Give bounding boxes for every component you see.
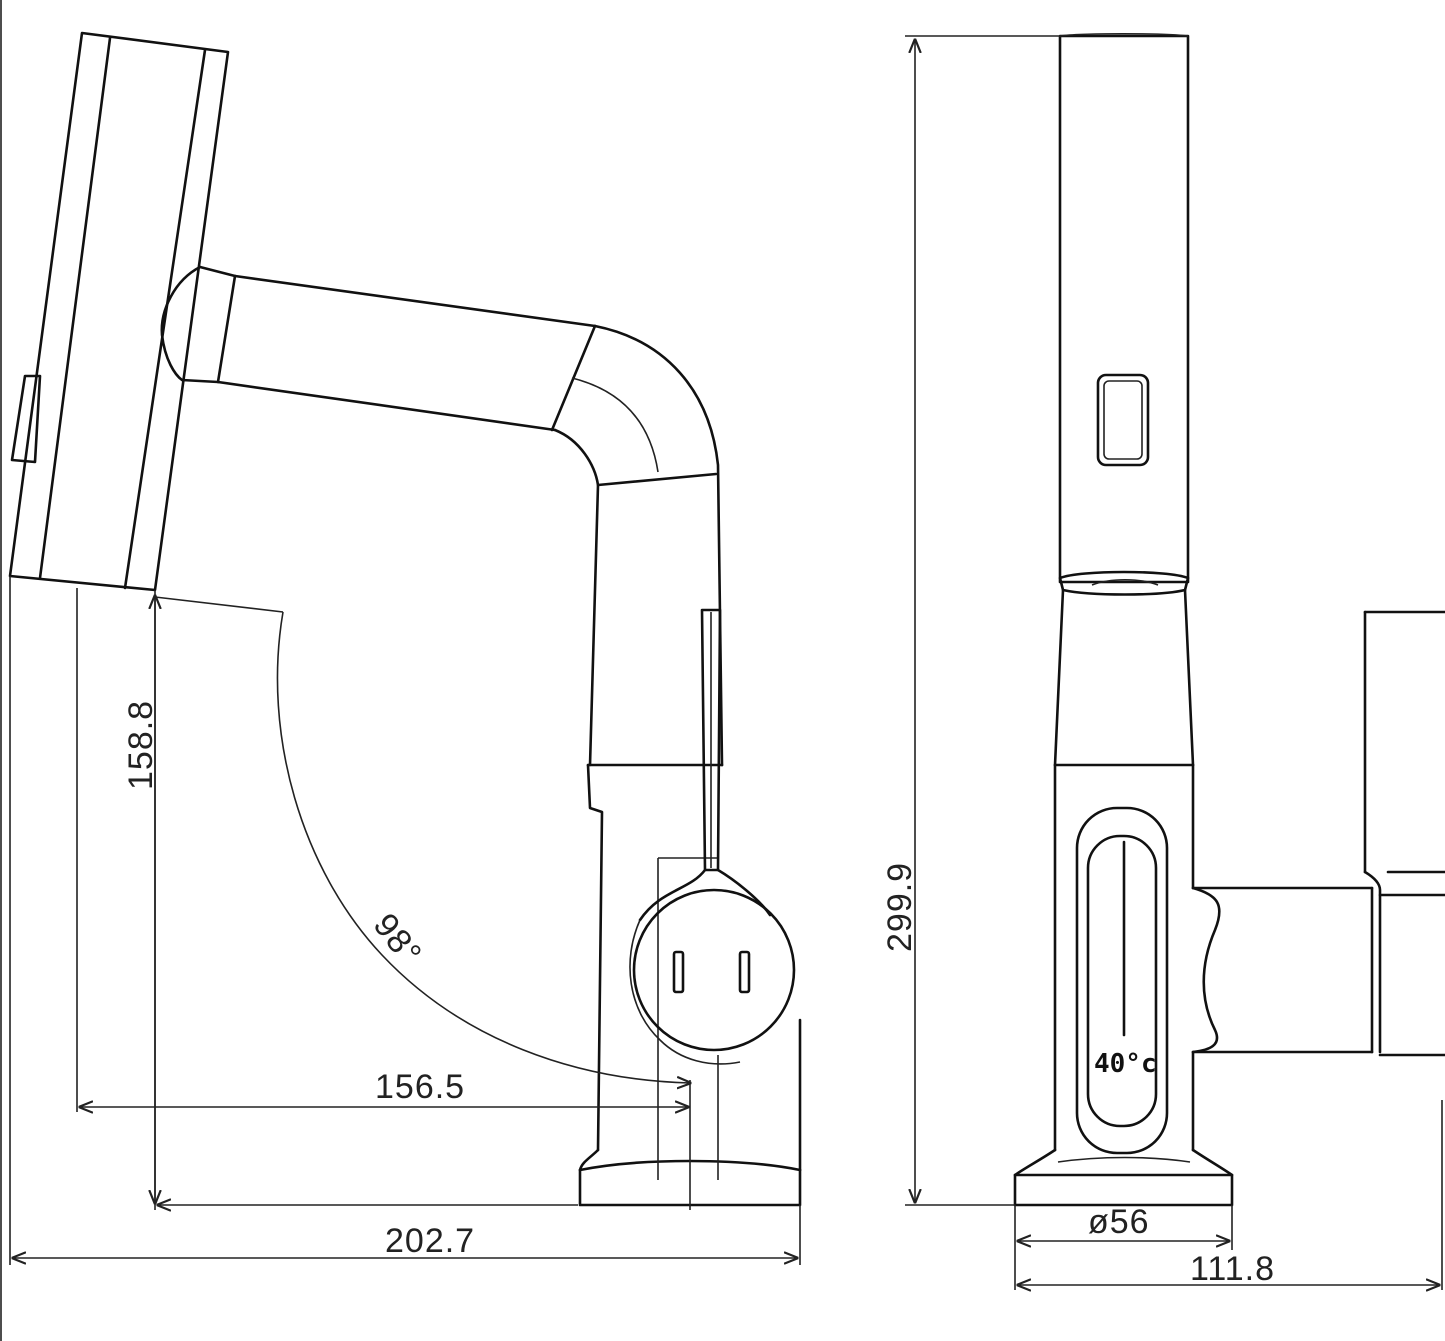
spout-height-label: 158.8 <box>122 700 160 790</box>
reach-label: 156.5 <box>375 1068 465 1106</box>
temperature-display: 40°c <box>1075 806 1169 1155</box>
front-dimensions: 299.9 ø56 111.8 <box>881 35 1443 1290</box>
angle-label: 98° <box>366 907 429 973</box>
angle-indicator: 98° <box>154 596 690 1083</box>
side-dimensions: 158.8 156.5 202.7 <box>9 576 801 1265</box>
base-diameter-label: ø56 <box>1088 1203 1150 1241</box>
front-view: 40°c 299.9 ø56 111.8 <box>881 32 1445 1290</box>
faucet-body <box>578 763 802 1207</box>
overall-width-label: 111.8 <box>1190 1250 1275 1288</box>
temperature-readout: 40°c <box>1094 1049 1157 1079</box>
front-body <box>1013 588 1234 1207</box>
front-spray-head <box>1058 32 1190 596</box>
overall-height-label: 299.9 <box>881 862 919 952</box>
spray-head <box>8 31 230 592</box>
side-view: 98° 158.8 156.5 202.7 <box>8 31 802 1265</box>
handle-lever <box>629 608 796 1065</box>
overall-depth-label: 202.7 <box>385 1222 475 1260</box>
front-handle <box>1191 610 1445 1057</box>
spout-arm <box>160 265 724 767</box>
